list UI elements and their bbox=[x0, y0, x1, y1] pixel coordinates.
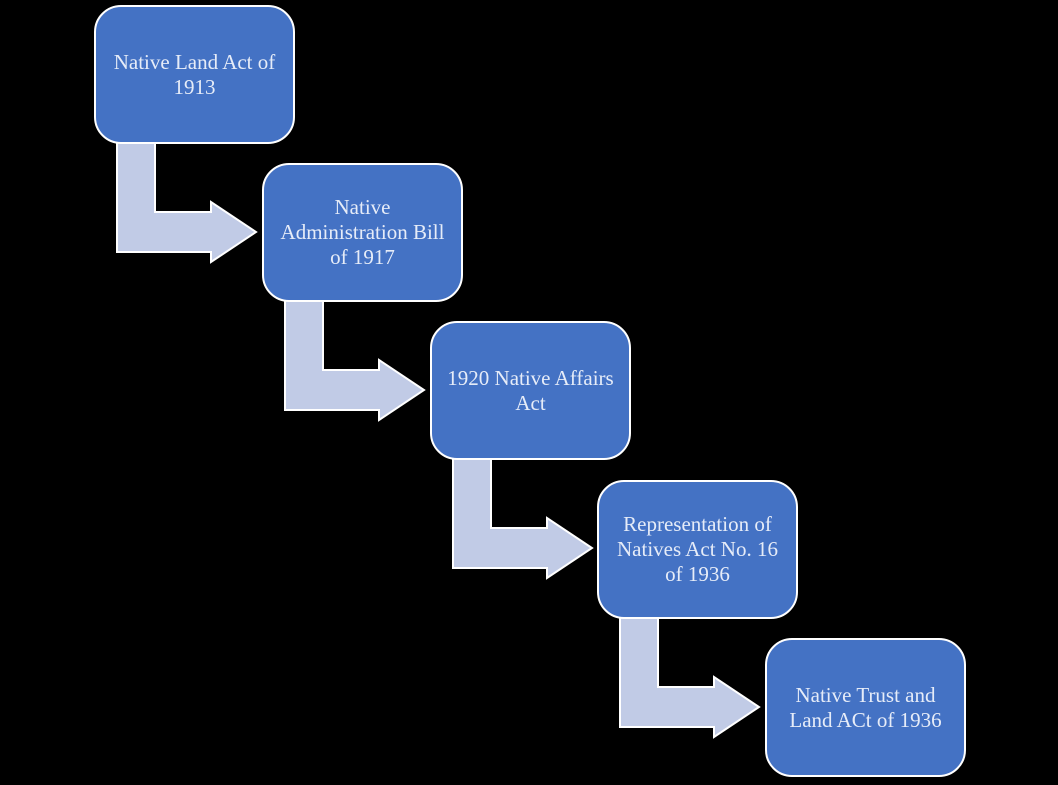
node-native-administration-bill-1917: Native Administration Bill of 1917 bbox=[262, 163, 463, 302]
node-representation-of-natives-act-1936: Representation of Natives Act No. 16 of … bbox=[597, 480, 798, 619]
elbow-arrow-2-3-icon bbox=[284, 299, 426, 422]
elbow-arrow-1-2-icon bbox=[116, 141, 258, 264]
node-native-trust-and-land-act-1936: Native Trust and Land ACt of 1936 bbox=[765, 638, 966, 777]
elbow-arrow-4-5-icon bbox=[619, 616, 761, 739]
node-1920-native-affairs-act: 1920 Native Affairs Act bbox=[430, 321, 631, 460]
elbow-arrow-3-4-icon bbox=[452, 457, 594, 580]
node-native-land-act-1913: Native Land Act of 1913 bbox=[94, 5, 295, 144]
